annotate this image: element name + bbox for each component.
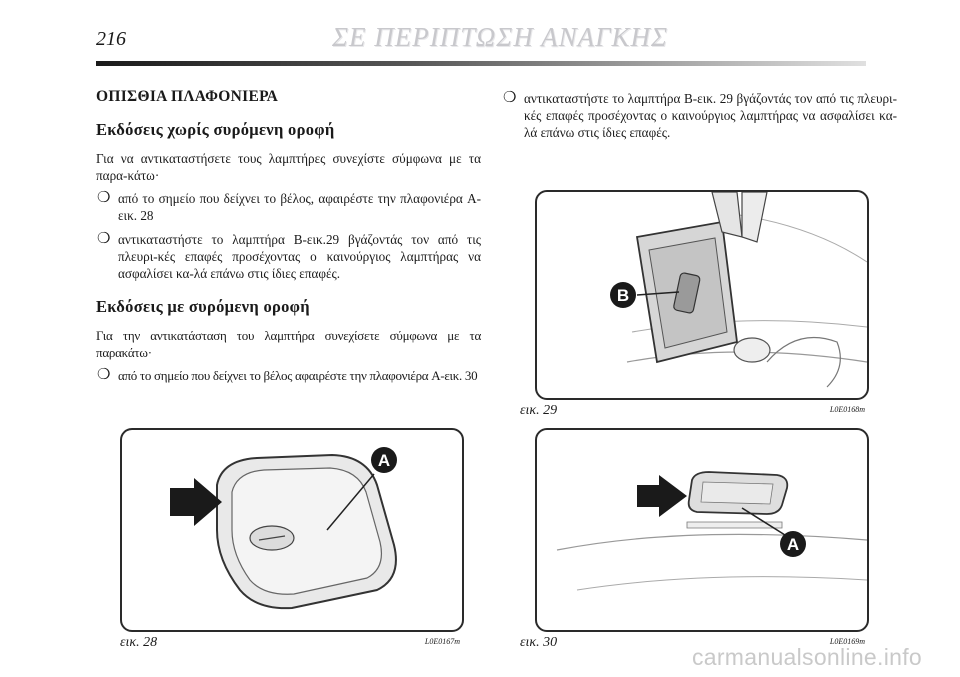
bullet-icon: ❍: [97, 231, 111, 247]
bullet-text: από το σημείο που δείχνει το βέλος αφαιρ…: [118, 368, 478, 383]
chapter-title: ΣΕ ΠΕΡΙΠΤΩΣΗ ΑΝΑΓΚΗΣ: [331, 22, 669, 52]
bullet-text: αντικαταστήστε το λαμπτήρα B-εικ. 29 βγά…: [524, 91, 897, 140]
watermark: carmanualsonline.info: [691, 644, 922, 670]
bullet-item: ❍ αντικαταστήστε το λαμπτήρα B-εικ.29 βγ…: [96, 231, 481, 282]
figure-29: B: [535, 190, 869, 400]
right-column: ❍ αντικαταστήστε το λαμπτήρα B-εικ. 29 β…: [502, 90, 897, 148]
label-circle: [610, 282, 636, 308]
bullet-text: αντικαταστήστε το λαμπτήρα B-εικ.29 βγάζ…: [118, 232, 481, 281]
figure-30-code: L0E0169m: [829, 637, 865, 646]
label-circle: [780, 531, 806, 557]
arrow-icon: [170, 478, 222, 526]
bullet-icon: ❍: [97, 190, 111, 206]
section-title: ΟΠΙΣΘΙΑ ΠΛΑΦΟΝΙΕΡΑ: [96, 88, 279, 105]
sunroof-light-illustration: A: [556, 471, 867, 591]
bullet-icon: ❍: [503, 90, 517, 106]
bullet-icon: ❍: [97, 367, 111, 383]
intro-paragraph-no-sunroof: Για να αντικαταστήσετε τους λαμπτήρες συ…: [96, 151, 481, 183]
header-rule: [96, 61, 866, 66]
bullet-item: ❍ από το σημείο που δείχνει το βέλος αφα…: [96, 367, 481, 384]
figure-label-a: A: [787, 535, 799, 554]
figure-label-b: B: [617, 286, 629, 305]
lamp-replacement-illustration: B: [610, 192, 867, 388]
ceiling-light-illustration: A: [170, 447, 397, 610]
label-circle: [371, 447, 397, 473]
subsection-title-sunroof: Εκδόσεις με συρόμενη οροφή: [96, 297, 310, 316]
subsection-title-no-sunroof: Εκδόσεις χωρίς συρόμενη οροφή: [96, 120, 335, 139]
bullet-item: ❍ αντικαταστήστε το λαμπτήρα B-εικ. 29 β…: [502, 90, 897, 141]
figure-28: A: [120, 428, 464, 632]
page-number: 216: [96, 28, 126, 50]
figure-28-code: L0E0167m: [424, 637, 460, 646]
figure-label-a: A: [378, 451, 390, 470]
figure-30: A: [535, 428, 869, 632]
figure-28-caption: εικ. 28: [120, 635, 158, 650]
figure-30-caption: εικ. 30: [520, 635, 558, 650]
bullet-item: ❍ από το σημείο που δείχνει το βέλος, αφ…: [96, 190, 481, 224]
arrow-icon: [637, 475, 687, 517]
intro-paragraph-sunroof: Για την αντικατάσταση του λαμπτήρα συνεχ…: [96, 328, 481, 360]
figure-29-code: L0E0168m: [829, 405, 865, 414]
figure-29-caption: εικ. 29: [520, 403, 558, 418]
left-column: ΟΠΙΣΘΙΑ ΠΛΑΦΟΝΙΕΡΑ Εκδόσεις χωρίς συρόμε…: [96, 88, 481, 391]
bullet-text: από το σημείο που δείχνει το βέλος, αφαι…: [118, 191, 481, 223]
